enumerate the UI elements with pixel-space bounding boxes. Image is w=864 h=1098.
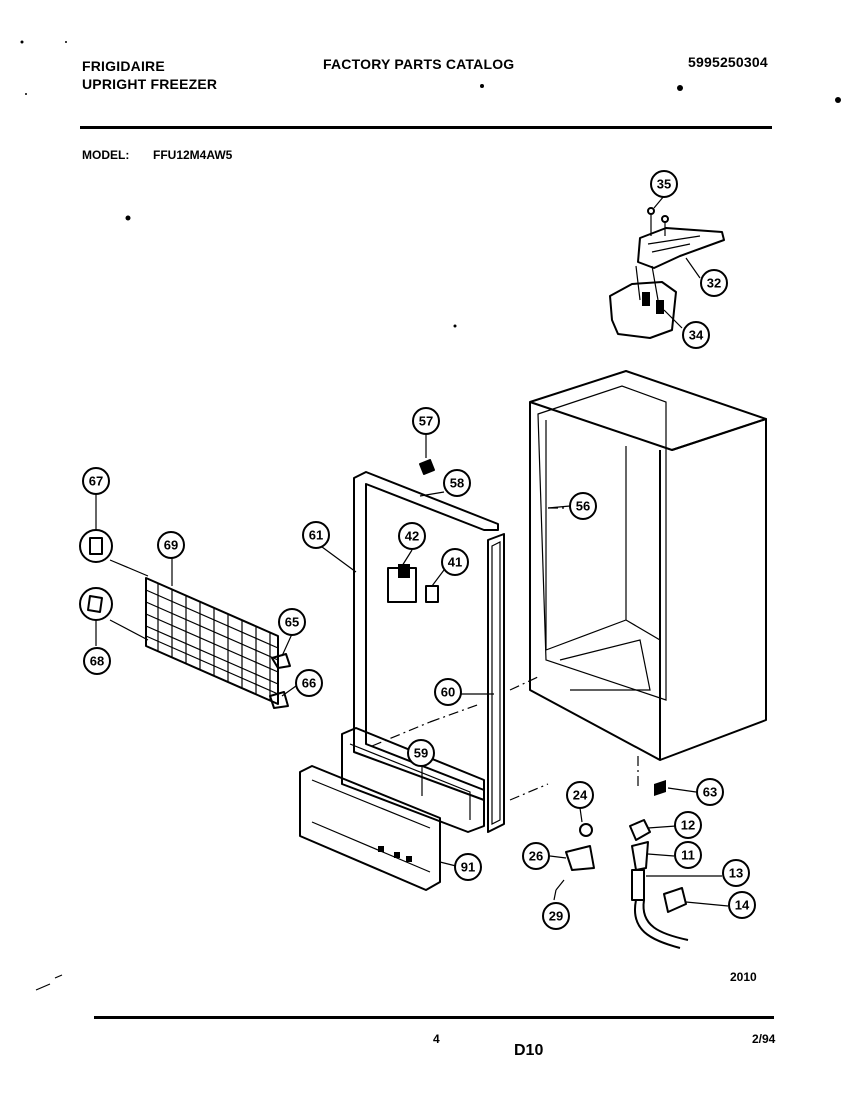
callout-58: 58 — [443, 469, 471, 497]
callout-balloon — [434, 678, 462, 706]
callout-65: 65 — [278, 608, 306, 636]
callout-number: 24 — [573, 788, 588, 803]
callout-34: 34 — [682, 321, 710, 349]
callout-number: 58 — [450, 476, 464, 491]
callout-balloon — [412, 407, 440, 435]
callout-26: 26 — [522, 842, 550, 870]
callout-balloon — [278, 608, 306, 636]
callout-68: 68 — [83, 647, 111, 675]
callout-number: 35 — [657, 177, 671, 192]
callout-balloon — [700, 269, 728, 297]
model-number: FFU12M4AW5 — [153, 148, 233, 162]
section-code: D10 — [514, 1042, 544, 1059]
callout-number: 57 — [419, 414, 433, 429]
callout-11: 11 — [674, 841, 702, 869]
callout-number: 26 — [529, 849, 543, 864]
callout-91: 91 — [454, 853, 482, 881]
callout-number: 29 — [549, 909, 563, 924]
model-label: MODEL: — [82, 148, 130, 162]
callout-number: 34 — [689, 328, 704, 343]
callout-balloon — [302, 521, 330, 549]
brand-name: FRIGIDAIRE — [82, 58, 165, 74]
callout-number: 41 — [448, 555, 462, 570]
callout-66: 66 — [295, 669, 323, 697]
callout-29: 29 — [542, 902, 570, 930]
grille-assembly — [79, 529, 291, 709]
callout-number: 60 — [441, 685, 455, 700]
callout-balloon — [682, 321, 710, 349]
callout-number: 11 — [681, 848, 695, 863]
header-rule — [80, 126, 772, 129]
callout-group: 35 32 34 57 58 56 67 69 61 42 41 65 66 68 60 59 24 63 12 11… — [82, 170, 756, 930]
callout-balloon — [398, 522, 426, 550]
callout-balloon — [83, 647, 111, 675]
callout-14: 14 — [728, 891, 756, 919]
callout-60: 60 — [434, 678, 462, 706]
callout-63: 63 — [696, 778, 724, 806]
callout-number: 56 — [576, 499, 590, 514]
callout-13: 13 — [722, 859, 750, 887]
callout-59: 59 — [407, 739, 435, 767]
scan-specks — [20, 40, 841, 991]
callout-number: 91 — [461, 860, 475, 875]
freezer-cabinet — [529, 370, 767, 761]
callout-69: 69 — [157, 531, 185, 559]
callout-number: 66 — [302, 676, 316, 691]
callout-number: 63 — [703, 785, 717, 800]
callout-number: 59 — [414, 746, 428, 761]
callout-balloon — [454, 853, 482, 881]
callout-number: 42 — [405, 529, 419, 544]
callout-balloon — [722, 859, 750, 887]
callout-56: 56 — [569, 492, 597, 520]
callout-57: 57 — [412, 407, 440, 435]
callout-42: 42 — [398, 522, 426, 550]
catalog-number: 5995250304 — [688, 54, 768, 70]
callout-35: 35 — [650, 170, 678, 198]
product-type: UPRIGHT FREEZER — [82, 76, 218, 92]
callout-balloon — [542, 902, 570, 930]
callout-number: 68 — [90, 654, 104, 669]
footer-rule — [94, 1016, 774, 1019]
callout-balloon — [157, 531, 185, 559]
callout-balloon — [650, 170, 678, 198]
lower-front-panel — [299, 765, 441, 891]
top-hinge-assembly — [609, 207, 725, 339]
callout-balloon — [441, 548, 469, 576]
callout-balloon — [443, 469, 471, 497]
callout-balloon — [569, 492, 597, 520]
door-controls — [387, 459, 439, 603]
callout-number: 65 — [285, 615, 299, 630]
callout-balloon — [674, 841, 702, 869]
callout-balloon — [674, 811, 702, 839]
callout-67: 67 — [82, 467, 110, 495]
callout-number: 13 — [729, 866, 743, 881]
drain-parts — [555, 780, 689, 949]
page-number: 4 — [433, 1032, 440, 1046]
callout-number: 32 — [707, 276, 721, 291]
catalog-title: FACTORY PARTS CATALOG — [323, 56, 515, 72]
callout-number: 14 — [735, 898, 750, 913]
callout-41: 41 — [441, 548, 469, 576]
callout-balloon — [407, 739, 435, 767]
callout-balloon — [295, 669, 323, 697]
callout-balloon — [696, 778, 724, 806]
callout-12: 12 — [674, 811, 702, 839]
callout-balloon — [82, 467, 110, 495]
door-frame — [341, 471, 639, 833]
callout-61: 61 — [302, 521, 330, 549]
callout-number: 69 — [164, 538, 178, 553]
callout-24: 24 — [566, 781, 594, 809]
callout-number: 12 — [681, 818, 695, 833]
callout-32: 32 — [700, 269, 728, 297]
callout-balloon — [566, 781, 594, 809]
leader-lines — [95, 195, 729, 907]
callout-number: 61 — [309, 528, 323, 543]
drawing-number: 2010 — [730, 970, 757, 984]
date-code: 2/94 — [752, 1032, 776, 1046]
callout-balloon — [522, 842, 550, 870]
callout-number: 67 — [89, 474, 103, 489]
callout-balloon — [728, 891, 756, 919]
